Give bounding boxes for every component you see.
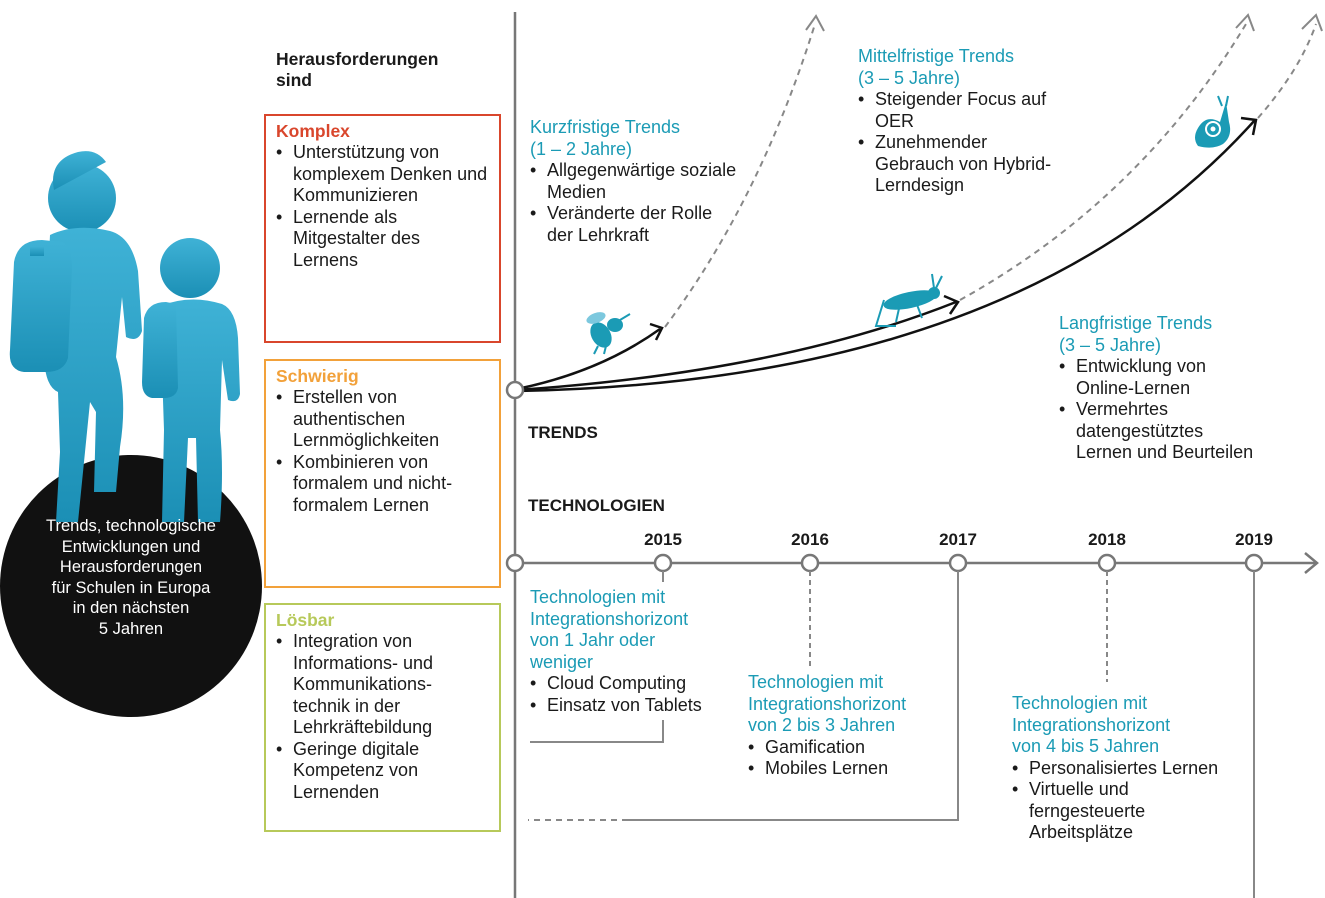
list-item: Vermehrtes datengestütztes Lernen und Be… bbox=[1059, 399, 1259, 464]
box-komplex: Komplex Unterstützung von komplexem Denk… bbox=[264, 114, 501, 343]
challenges-heading-line: Herausforderungen bbox=[276, 49, 439, 69]
trend-mid-title: Mittelfristige Trends bbox=[858, 46, 1015, 66]
grasshopper-icon bbox=[874, 273, 943, 327]
year-nodes bbox=[653, 553, 1264, 573]
tech-h3-title-line: von 4 bis 5 Jahren bbox=[1012, 736, 1160, 756]
timeline-arrowhead bbox=[1304, 552, 1319, 574]
year-label: 2017 bbox=[939, 530, 977, 549]
trend-short-range: (1 – 2 Jahre) bbox=[530, 138, 633, 159]
trend-short-title: Kurzfristige Trends bbox=[530, 117, 681, 137]
list-item: Allgegenwärtige soziale Medien bbox=[530, 160, 740, 203]
tech-horizon-3: Technologien mit Integrationshorizont vo… bbox=[1012, 693, 1227, 844]
list-item: Einsatz von Tablets bbox=[530, 695, 745, 717]
challenges-heading: Herausforderungen sind bbox=[276, 49, 438, 91]
list-item: Personalisiertes Lernen bbox=[1012, 758, 1227, 780]
trend-short: Kurzfristige Trends (1 – 2 Jahre) Allgeg… bbox=[530, 117, 740, 246]
box-loesbar-title: Lösbar bbox=[276, 610, 335, 630]
list-item: Lernende als Mitgestalter des Lernens bbox=[276, 207, 489, 272]
circle-line: für Schulen in Europa bbox=[51, 578, 211, 597]
challenges-heading-line: sind bbox=[276, 70, 312, 90]
trends-origin-node bbox=[505, 380, 525, 400]
tech-h1-title-line: Integrationshorizont bbox=[530, 608, 689, 629]
tech-h2-title-line: Integrationshorizont bbox=[748, 693, 907, 714]
list-item: Entwicklung von Online-Lernen bbox=[1059, 356, 1259, 399]
list-item: Mobiles Lernen bbox=[748, 758, 963, 780]
circle-caption: Trends, technologische Entwicklungen und… bbox=[0, 516, 262, 639]
trend-long: Langfristige Trends (3 – 5 Jahre) Entwic… bbox=[1059, 313, 1259, 464]
trends-label: TRENDS bbox=[528, 423, 598, 442]
list-item: Unterstützung von komplexem Denken und K… bbox=[276, 142, 489, 207]
list-item: Kombinieren von formalem und nicht-forma… bbox=[276, 452, 489, 517]
box-schwierig-title: Schwierig bbox=[276, 366, 359, 386]
trend-mid: Mittelfristige Trends (3 – 5 Jahre) Stei… bbox=[858, 46, 1058, 197]
tech-h2-title-line: Technologien mit bbox=[748, 672, 884, 692]
tech-h3-title-line: Integrationshorizont bbox=[1012, 714, 1171, 735]
year-label: 2016 bbox=[791, 530, 829, 549]
trend-mid-range: (3 – 5 Jahre) bbox=[858, 67, 961, 88]
trend-arrowheads bbox=[649, 116, 1258, 341]
trend-long-title: Langfristige Trends bbox=[1059, 313, 1213, 333]
tech-horizon-1: Technologien mit Integrationshorizont vo… bbox=[530, 587, 745, 716]
list-item: Steigender Focus auf OER bbox=[858, 89, 1058, 132]
list-item: Zunehmender Gebrauch von Hybrid-Lerndesi… bbox=[858, 132, 1058, 197]
list-item: Integration von Informations- und Kommun… bbox=[276, 631, 489, 739]
circle-line: Entwicklungen und bbox=[61, 537, 201, 556]
circle-line: Trends, technologische bbox=[46, 517, 216, 535]
box-loesbar: Lösbar Integration von Informations- und… bbox=[264, 603, 501, 832]
tech-h2-title-line: von 2 bis 3 Jahren bbox=[748, 715, 896, 735]
list-item: Gamification bbox=[748, 737, 963, 759]
trend-long-range: (3 – 5 Jahre) bbox=[1059, 334, 1162, 355]
year-label: 2015 bbox=[644, 530, 682, 549]
tech-h1-title-line: weniger bbox=[530, 651, 594, 672]
tech-horizon-2: Technologien mit Integrationshorizont vo… bbox=[748, 672, 963, 780]
technologies-label: TECHNOLOGIEN bbox=[528, 496, 665, 515]
tech-h3-title-line: Technologien mit bbox=[1012, 693, 1148, 713]
trend-dashed-extensions bbox=[664, 23, 1317, 328]
list-item: Veränderte der Rolle der Lehrkraft bbox=[530, 203, 740, 246]
snail-icon bbox=[1195, 95, 1231, 148]
list-item: Virtuelle und ferngesteuerte Arbeitsplät… bbox=[1012, 779, 1227, 844]
list-item: Erstellen von authentischen Lernmöglichk… bbox=[276, 387, 489, 452]
circle-line: in den nächsten bbox=[72, 599, 190, 617]
timeline-connectors bbox=[528, 571, 1255, 898]
year-label: 2019 bbox=[1235, 530, 1273, 549]
children-silhouette-icon bbox=[9, 151, 240, 523]
list-item: Cloud Computing bbox=[530, 673, 745, 695]
bee-icon bbox=[586, 312, 631, 355]
circle-line: Herausforderungen bbox=[59, 558, 203, 576]
box-komplex-title: Komplex bbox=[276, 121, 350, 141]
box-schwierig: Schwierig Erstellen von authentischen Le… bbox=[264, 359, 501, 588]
trend-curves bbox=[516, 119, 1256, 393]
tech-h1-title-line: Technologien mit bbox=[530, 587, 666, 607]
dashed-arrowheads bbox=[805, 13, 1323, 32]
year-label: 2018 bbox=[1088, 530, 1126, 549]
list-item: Geringe digitale Kompetenz von Lernenden bbox=[276, 739, 489, 804]
tech-h1-title-line: von 1 Jahr oder bbox=[530, 630, 656, 650]
circle-line: 5 Jahren bbox=[98, 619, 164, 638]
timeline-origin-node bbox=[505, 553, 525, 573]
